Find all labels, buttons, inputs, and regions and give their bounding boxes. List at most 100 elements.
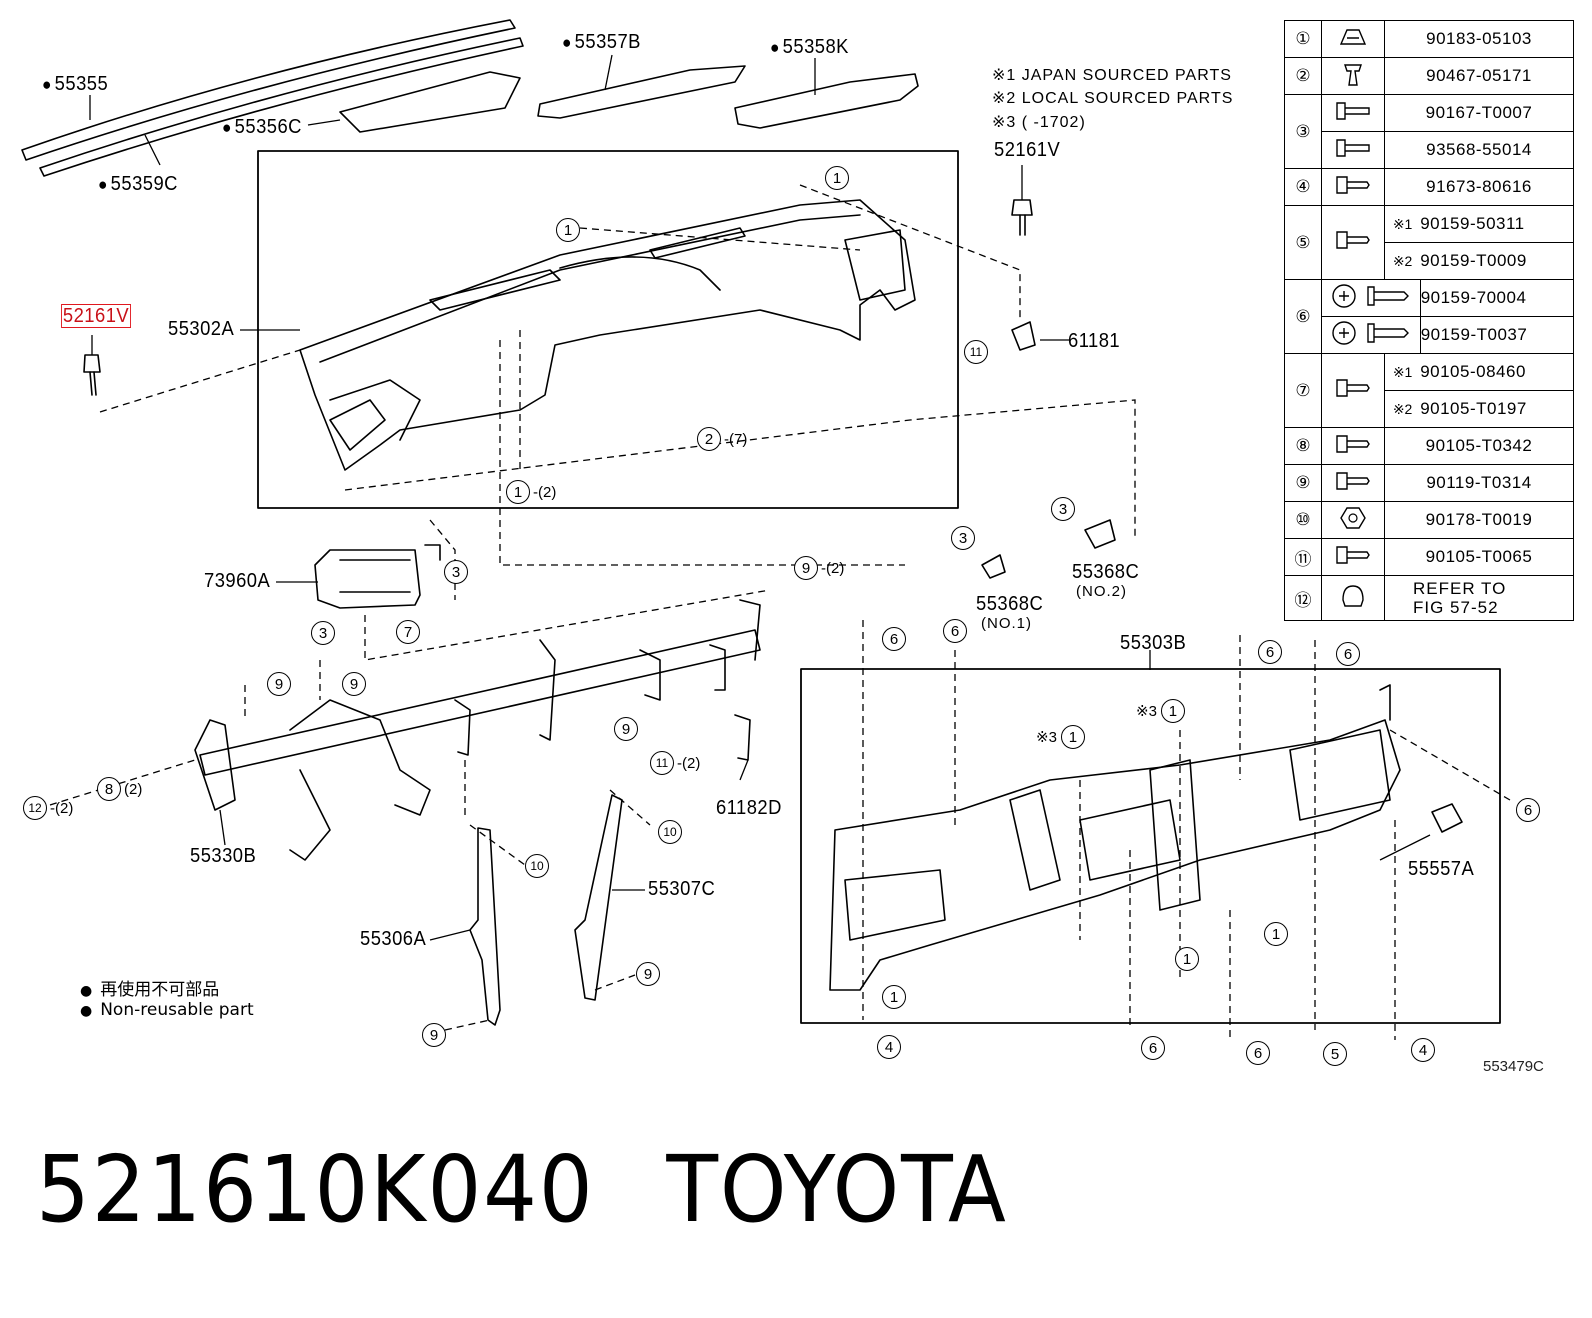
instrument-panel-55302a [299,199,916,471]
callout-9: 9 [342,672,366,696]
row-number: ④ [1284,168,1322,206]
part-number: 93568-55014 [1384,131,1574,169]
part-number: 90167-T0007 [1384,94,1574,132]
push-clip-icon [1321,57,1385,95]
clip-52161v-right [1011,199,1033,236]
molding-strip-55355 [21,19,524,177]
table-row: 90159-T0037 [1285,316,1575,354]
label-52161v-top: 52161V [994,139,1061,161]
trim-panel-55357b [537,65,746,119]
label-55368c-no2: 55368C [1072,561,1140,583]
washer-screw-icon [1321,316,1421,354]
note-japan-sourced: ※1 JAPAN SOURCED PARTS [992,67,1232,84]
bolt-icon [1321,205,1385,280]
row-number: ⑫ [1284,575,1322,621]
screw-icon [1321,94,1385,132]
bolt-icon [1321,427,1385,465]
label-55355: 55355 [42,73,108,96]
callout-11: 11 [964,340,988,364]
label-55368c-no1: 55368C [976,593,1044,615]
plug-icon [1321,575,1385,621]
callout-2-qty-7: 2-(7) [697,427,747,451]
trim-panel-55358k [734,73,919,129]
callout-6: 6 [1336,642,1360,666]
callout-9: 9 [422,1023,446,1047]
part-number: 90105-T0065 [1384,538,1574,576]
label-61182d: 61182D [716,797,782,819]
label-55368c-no1-sub: (NO.1) [981,615,1032,632]
row-number: ⑦ [1284,353,1322,428]
table-row: ⑪ 90105-T0065 [1284,538,1574,576]
callout-3: 3 [444,560,468,584]
part-number: 90467-05171 [1384,57,1574,95]
row-number: ① [1284,20,1322,58]
trim-panel-55356c [339,71,521,133]
part-number: 90159-70004 [1420,279,1575,317]
row-number: ⑤ [1284,205,1322,280]
part-number: 90159-50311 [1420,205,1575,243]
table-row: ⑧ 90105-T0342 [1284,427,1574,465]
label-55368c-no2-sub: (NO.2) [1076,583,1127,600]
label-55356c: 55356C [222,116,302,139]
callout-6: 6 [1246,1041,1270,1065]
table-row: ④ 91673-80616 [1284,168,1574,206]
note-date-range: ※3 ( -1702) [992,114,1086,131]
label-52161v-highlighted[interactable]: 52161V [61,304,131,328]
part-number: 90105-08460 [1420,353,1575,391]
callout-10: 10 [525,854,549,878]
label-55302a: 55302A [168,318,235,340]
row-number: ⑨ [1284,464,1322,502]
part-number: 90178-T0019 [1384,501,1574,539]
table-row: ① 90183-05103 [1284,20,1574,58]
part-number: 90105-T0342 [1384,427,1574,465]
page-title: 521610K040 TOYOTA [36,1136,1008,1243]
callout-3: 3 [951,526,975,550]
callout-9: 9 [636,962,660,986]
part-number: 90183-05103 [1384,20,1574,58]
row-number: ⑥ [1284,279,1322,354]
callout-1-qty-2: 1-(2) [506,480,556,504]
legend-non-reusable-en: ●Non-reusable part [80,1000,254,1020]
brand-title: TOYOTA [666,1136,1008,1243]
label-55557a: 55557A [1408,858,1475,880]
bolt-icon [1321,538,1385,576]
clip-nut-icon [1321,20,1385,58]
brace-55306a [469,827,501,1026]
screw-icon [1321,131,1385,169]
figure-code: 553479C [1483,1058,1544,1075]
source-mark: ※1 [1384,353,1421,391]
callout-1: 1 [882,985,906,1009]
table-row: ⑨ 90119-T0314 [1284,464,1574,502]
row-number: ⑪ [1284,538,1322,576]
callout-5: 5 [1323,1042,1347,1066]
source-mark: ※2 [1384,242,1421,280]
callout-6: 6 [943,619,967,643]
callout-9: 9 [267,672,291,696]
bracket-55368c-no1 [981,554,1006,579]
label-61181: 61181 [1068,330,1121,352]
reinforcement-55303b [829,684,1401,991]
callout-6: 6 [1258,640,1282,664]
brace-55307c [574,794,623,1001]
table-row: ③ 90167-T0007 [1284,94,1574,169]
callout-6: 6 [1516,798,1540,822]
table-row: ⑦ ※1 90105-08460 [1284,353,1575,428]
part-number-title: 521610K040 [36,1136,595,1243]
table-row: ※2 90159-T0009 [1285,242,1575,280]
table-row: ⑥ 90159-70004 [1284,279,1575,354]
part-number: 90159-T0037 [1420,316,1575,354]
callout-11-qty-2: 11-(2) [650,751,700,775]
bolt-icon [1321,353,1385,428]
callout-4: 4 [1411,1038,1435,1062]
callout-10: 10 [658,820,682,844]
cushion-55557a [1431,803,1463,833]
callout-7: 7 [396,620,420,644]
upper-panel-frame [257,150,959,509]
callout-9: 9 [614,717,638,741]
washer-screw-icon [1321,279,1421,317]
label-55307c: 55307C [648,878,716,900]
callout-9-qty-2: 9-(2) [794,556,844,580]
